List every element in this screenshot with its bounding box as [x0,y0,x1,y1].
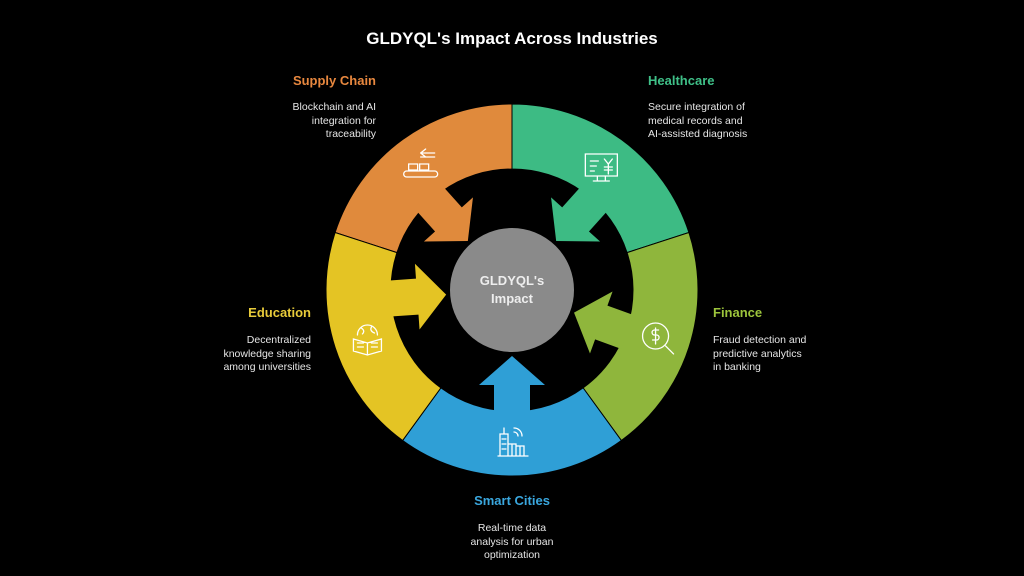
center-label: GLDYQL's Impact [452,272,572,308]
center-line1: GLDYQL's [479,273,545,288]
supply-chain-label: Supply Chain [292,73,376,88]
center-circle [448,226,576,354]
finance-arrow [574,291,634,354]
smart-cities-segment [401,356,623,477]
healthcare-label: Healthcare [648,73,715,88]
healthcare-arrow [551,186,608,242]
conveyor-icon [403,148,439,178]
education-segment [325,231,447,442]
finance-label: Finance [713,305,763,320]
smart-cities-label: Smart Cities [474,493,550,508]
education-label: Education [248,305,311,320]
education-ring-wedge [325,231,442,442]
monitor-icon [584,153,618,182]
diagram-title: GLDYQL's Impact Across Industries [366,29,658,48]
dollar-search-icon [641,322,675,355]
globe-book-icon [352,324,383,356]
smart-cities-arrow [479,356,545,413]
supply-chain-arrow [416,186,473,242]
finance-segment [574,231,699,442]
city-icon [497,427,529,457]
education-arrow [388,263,447,330]
center-line2: Impact [491,291,533,306]
